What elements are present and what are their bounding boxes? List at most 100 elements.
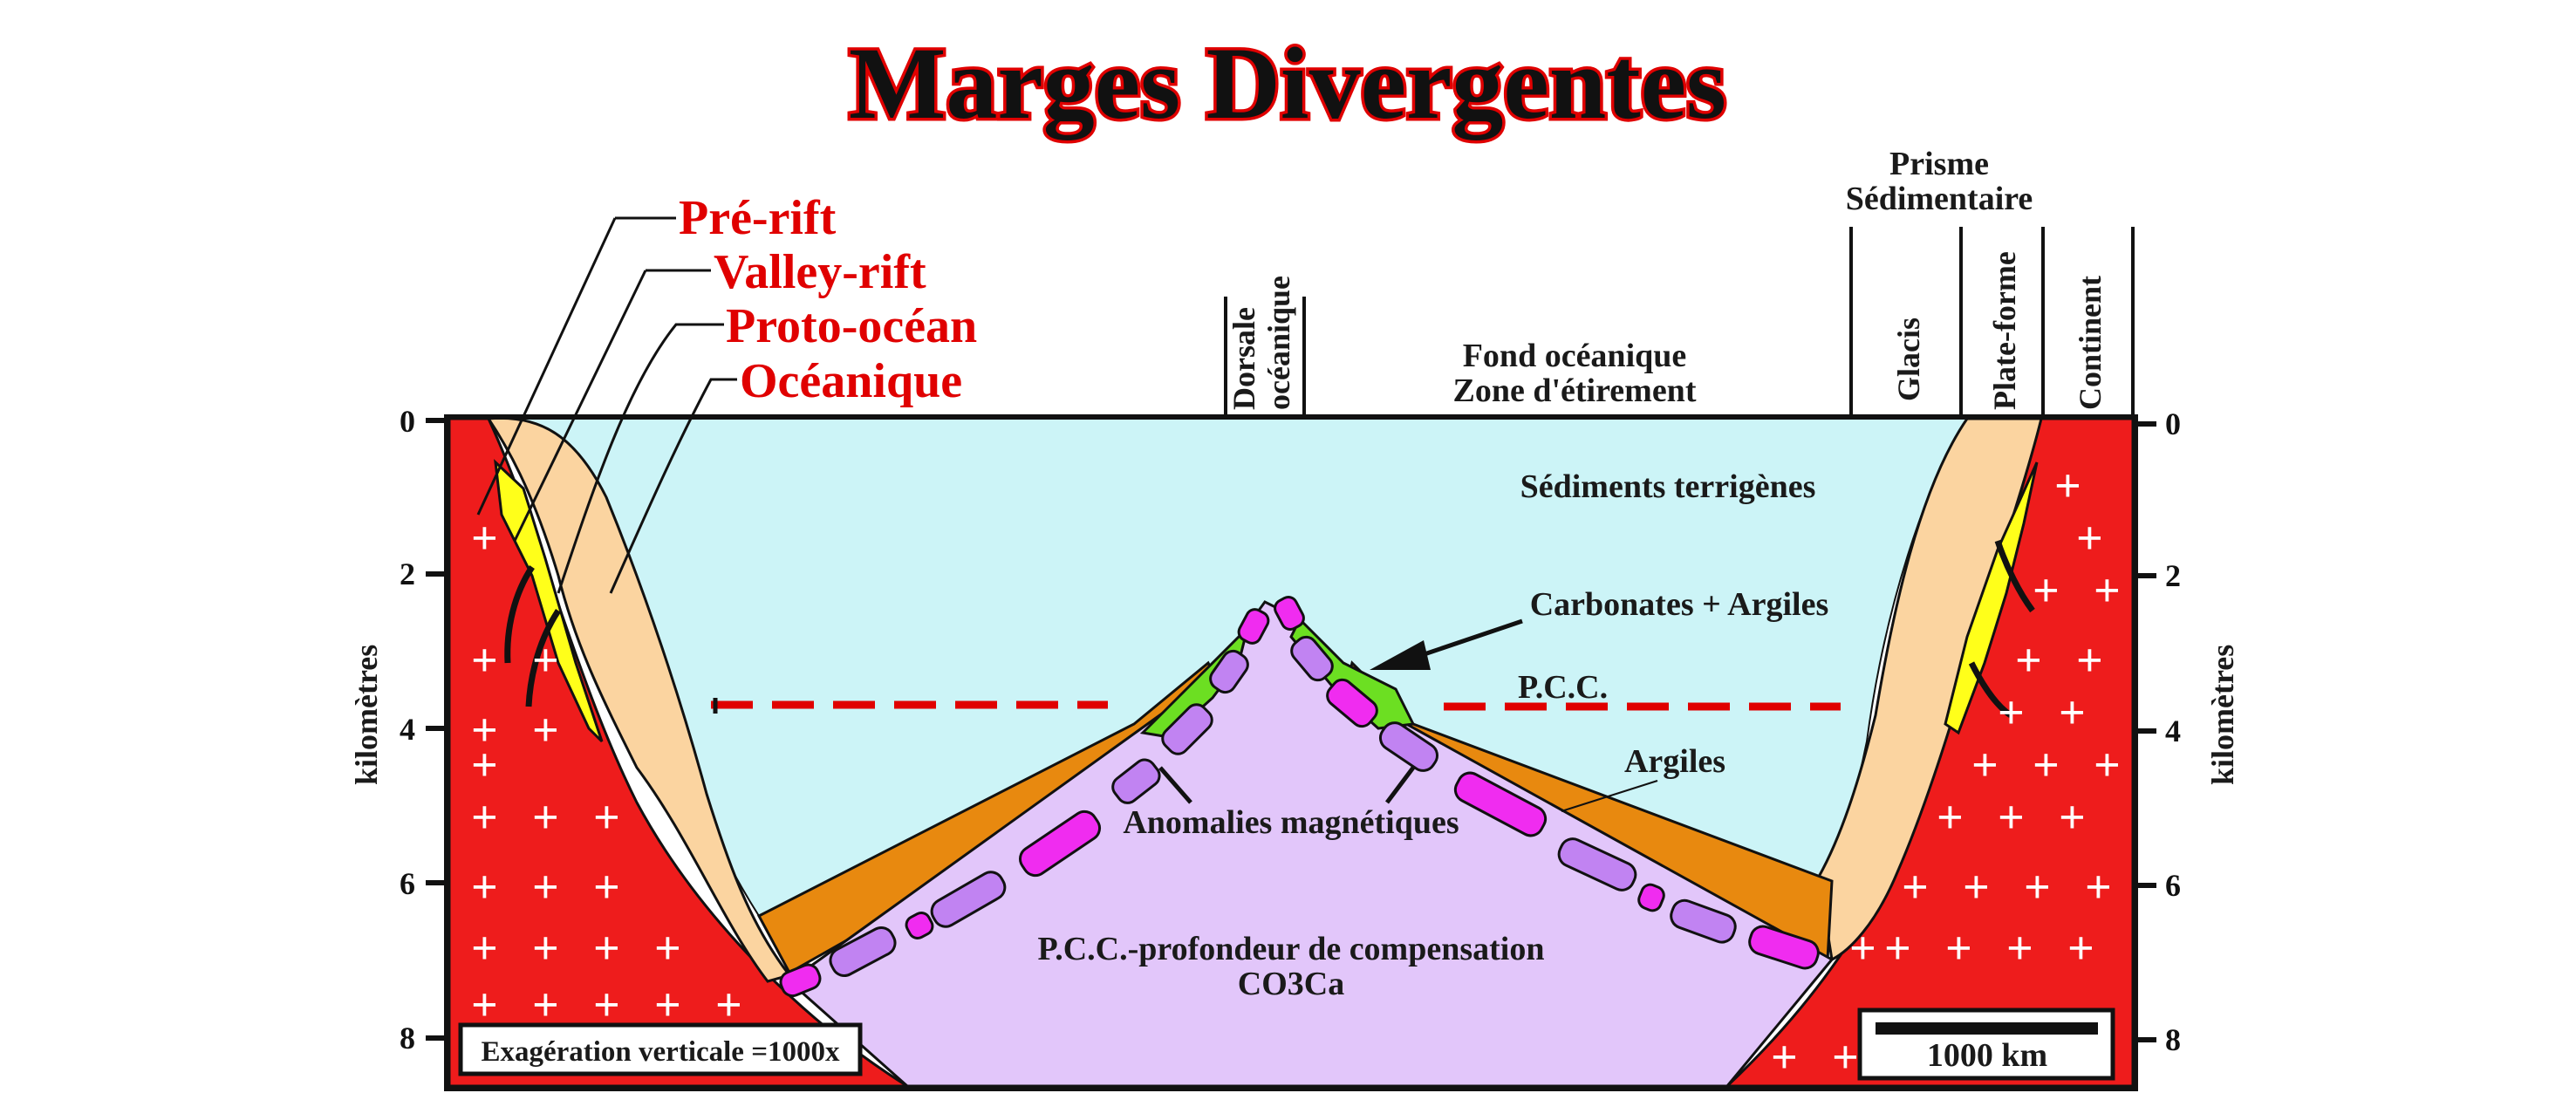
svg-text:+: +: [471, 922, 498, 974]
magnetic-anomalies-right: [1274, 596, 1820, 970]
anomaly-block: [779, 963, 822, 998]
fault-left-1: [504, 565, 535, 664]
anomaly-block: [1748, 925, 1820, 970]
scale-bar-box: 1000 km: [1857, 1008, 2115, 1081]
anomaly-leader-right: [1385, 766, 1415, 804]
zone-continent: Continent: [2073, 276, 2108, 410]
tick-label: 4: [2165, 714, 2181, 748]
anomaly-block: [930, 871, 1007, 928]
ridge-label-line2: océanique: [1261, 276, 1296, 410]
tick-label: 4: [400, 712, 415, 747]
section-frame: [444, 414, 2138, 1091]
svg-text:+: +: [1998, 791, 2025, 844]
svg-text:+: +: [2033, 564, 2060, 617]
prism-label-line2: Sédimentaire: [1846, 181, 2033, 217]
granite-crosses: + + + + + + + + + + + + + + + + + + + + …: [471, 460, 2121, 1083]
svg-text:+: +: [1945, 922, 1972, 974]
label-pcc-definition-line1: P.C.C.-profondeur de compensation: [1038, 931, 1545, 967]
svg-text:+: +: [532, 979, 559, 1031]
svg-text:+: +: [2076, 512, 2103, 564]
ocean-floor-label-line2: Zone d'étirement: [1453, 372, 1697, 409]
svg-text:+: +: [2015, 634, 2042, 687]
anomaly-block: [1378, 721, 1439, 772]
svg-text:+: +: [471, 704, 498, 756]
leader-oceanique: [609, 378, 737, 594]
svg-text:+: +: [2085, 861, 2112, 913]
svg-text:+: +: [471, 979, 498, 1031]
svg-text:+: +: [471, 791, 498, 844]
tick-label: 6: [400, 866, 415, 901]
diagram-title: Marges Divergentes: [849, 26, 1726, 140]
depth-axis-label-right: kilomètres: [2205, 645, 2240, 785]
svg-text:+: +: [2094, 739, 2121, 791]
svg-text:+: +: [1971, 739, 1999, 791]
svg-text:+: +: [2006, 922, 2033, 974]
svg-text:+: +: [2033, 739, 2060, 791]
label-sediments: Sédiments terrigènes: [1520, 468, 1816, 505]
tick-label: 2: [400, 557, 415, 591]
svg-text:+: +: [654, 922, 681, 974]
svg-text:+: +: [532, 634, 559, 687]
depth-axis-right: kilomètres 0 2 4 6 8: [2135, 406, 2240, 1057]
svg-text:+: +: [2094, 564, 2121, 617]
anomaly-block: [1161, 703, 1213, 755]
argiles-leader: [1561, 780, 1658, 812]
fault-left-2: [525, 609, 561, 707]
synrift-wedge-right: [1944, 461, 2039, 735]
leader-valley-diag: [513, 270, 647, 542]
anomaly-block: [905, 911, 934, 940]
tick-label: 2: [2165, 558, 2181, 593]
anomaly-block: [1237, 608, 1270, 645]
anomaly-block: [1111, 758, 1161, 804]
anomaly-block: [1018, 810, 1102, 878]
svg-text:+: +: [593, 791, 620, 844]
anomaly-block: [1209, 649, 1249, 694]
svg-text:+: +: [532, 704, 559, 756]
anomaly-block: [1557, 837, 1637, 891]
anomaly-block: [1274, 596, 1305, 631]
phase-pre-rift: Pré-rift: [679, 191, 837, 245]
svg-text:+: +: [1963, 861, 1990, 913]
svg-text:+: +: [2024, 861, 2051, 913]
svg-text:+: +: [471, 634, 498, 687]
svg-text:+: +: [1849, 922, 1876, 974]
prism-label-line1: Prisme: [1889, 146, 1989, 182]
svg-text:+: +: [471, 512, 498, 564]
anomaly-block: [1326, 678, 1378, 728]
tick-label: 0: [2165, 406, 2181, 441]
phase-proto-ocean: Proto-océan: [726, 299, 977, 353]
ridge-label-group: Dorsale océanique: [1224, 276, 1306, 419]
depth-axis-label-left: kilomètres: [349, 645, 384, 785]
svg-text:+: +: [2067, 922, 2094, 974]
anomaly-leader-left: [1158, 766, 1192, 804]
anomaly-block: [1670, 898, 1737, 944]
anomaly-block: [1290, 635, 1334, 682]
prism-sediments-left: [486, 416, 792, 983]
carbonates-arrow-line: [1408, 618, 1523, 662]
zone-glacis: Glacis: [1891, 318, 1926, 401]
svg-text:+: +: [2059, 791, 2086, 844]
svg-text:+: +: [1937, 791, 1964, 844]
zone-plateforme: Plate-forme: [1987, 251, 2022, 410]
exaggeration-box: Exagération verticale =1000x: [458, 1022, 863, 1076]
label-pcc-definition-line2: CO3Ca: [1238, 966, 1344, 1002]
svg-text:+: +: [471, 739, 498, 791]
svg-text:+: +: [593, 922, 620, 974]
svg-text:+: +: [1884, 922, 1911, 974]
margin-zones: Glacis Plate-forme Continent: [1849, 227, 2135, 419]
scale-bar: [1876, 1022, 2098, 1035]
svg-text:+: +: [471, 861, 498, 913]
label-argiles: Argiles: [1624, 743, 1725, 780]
svg-text:+: +: [1771, 1031, 1798, 1083]
cross-section: + + + + + + + + + + + + + + + + + + + + …: [444, 414, 2138, 1091]
tick-label: 0: [400, 404, 415, 439]
svg-text:+: +: [532, 861, 559, 913]
svg-text:+: +: [1998, 687, 2025, 739]
depth-axis-left: kilomètres 0 2 4 6 8: [349, 404, 447, 1055]
svg-text:+: +: [532, 791, 559, 844]
anomaly-block: [829, 926, 897, 978]
fault-right-2: [1968, 661, 2013, 718]
anomaly-block: [1637, 883, 1665, 912]
label-pcc: P.C.C.: [1518, 669, 1608, 706]
